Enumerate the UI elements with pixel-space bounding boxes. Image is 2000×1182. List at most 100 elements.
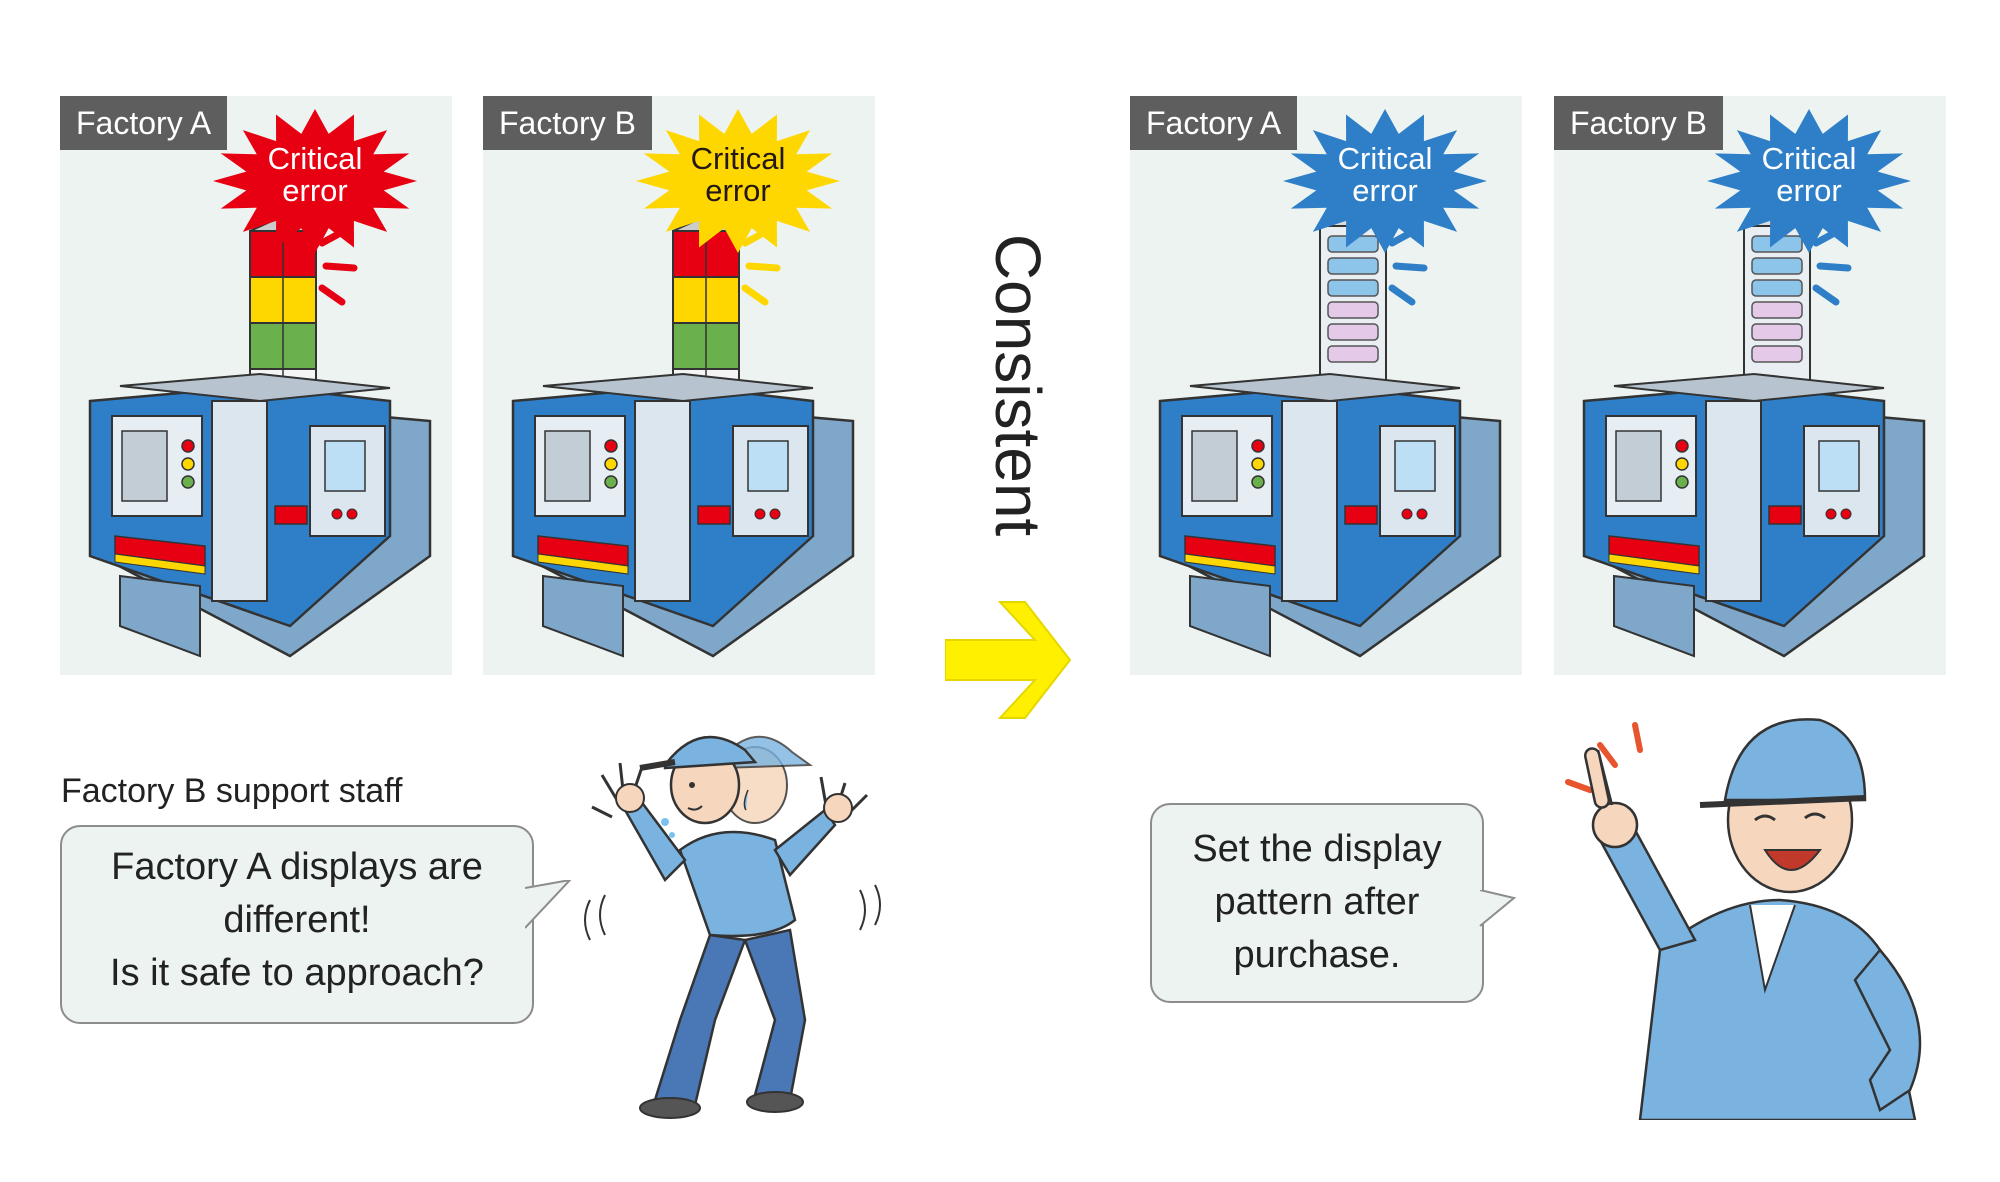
led-segment bbox=[1751, 279, 1803, 297]
staff-caption: Factory B support staff bbox=[61, 772, 403, 810]
machine-inner bbox=[544, 430, 591, 502]
machine-stripe bbox=[1184, 553, 1276, 575]
indicator-lamp bbox=[181, 475, 195, 489]
control-button bbox=[1840, 508, 1852, 520]
control-button bbox=[1401, 508, 1413, 520]
machine-illustration bbox=[511, 214, 855, 658]
machine-top bbox=[542, 372, 814, 403]
machine-stripe bbox=[537, 553, 629, 575]
burst-shape bbox=[213, 109, 417, 253]
led-segment bbox=[1327, 279, 1379, 297]
indicator-lamp bbox=[1675, 457, 1689, 471]
machine-badge bbox=[1768, 505, 1802, 525]
led-segment bbox=[1327, 301, 1379, 319]
confused-worker-illustration bbox=[584, 735, 881, 1119]
factory-tag: Factory A bbox=[1130, 96, 1298, 150]
indicator-lamp bbox=[1675, 475, 1689, 489]
transition-label: Consistent bbox=[982, 233, 1054, 537]
burst-shape bbox=[1283, 109, 1487, 253]
signal-mark bbox=[1816, 262, 1852, 272]
machine-lower-panel bbox=[542, 574, 624, 658]
control-button bbox=[754, 508, 766, 520]
machine-lower-panel bbox=[1613, 574, 1695, 658]
machine-badge bbox=[274, 505, 308, 525]
led-segment bbox=[1327, 345, 1379, 363]
control-button bbox=[331, 508, 343, 520]
bubble-line: pattern after bbox=[1214, 881, 1420, 923]
indicator-lamp bbox=[604, 439, 618, 453]
led-segment bbox=[1327, 257, 1379, 275]
machine-illustration bbox=[88, 214, 432, 658]
bubble-line: Factory A displays are bbox=[111, 846, 483, 888]
indicator-lamp bbox=[1251, 457, 1265, 471]
indicator-lamp bbox=[1251, 475, 1265, 489]
machine-inner bbox=[121, 430, 168, 502]
machine-top bbox=[1613, 372, 1885, 403]
machine-stripe bbox=[114, 553, 206, 575]
control-button bbox=[1416, 508, 1428, 520]
led-segment bbox=[1751, 301, 1803, 319]
control-screen bbox=[324, 440, 366, 492]
bubble-line: different! bbox=[223, 899, 371, 941]
signal-mark bbox=[1812, 284, 1840, 306]
machine-stripe bbox=[1608, 553, 1700, 575]
bubble-line: purchase. bbox=[1233, 934, 1401, 976]
machine-illustration bbox=[1158, 212, 1502, 658]
machine-top bbox=[1189, 372, 1461, 403]
machine-badge bbox=[1344, 505, 1378, 525]
bubble-line: Is it safe to approach? bbox=[110, 952, 484, 994]
speech-bubble-left: Factory A displays are different! Is it … bbox=[60, 825, 534, 1024]
control-button bbox=[346, 508, 358, 520]
signal-mark bbox=[322, 262, 358, 272]
speech-bubble-right: Set the display pattern after purchase. bbox=[1150, 803, 1484, 1003]
machine-badge bbox=[697, 505, 731, 525]
burst-shape bbox=[1707, 109, 1911, 253]
machine-inner bbox=[1615, 430, 1662, 502]
bubble-tail bbox=[525, 880, 572, 929]
indicator-lamp bbox=[604, 457, 618, 471]
bubble-line: Set the display bbox=[1192, 828, 1442, 870]
machine-door bbox=[1705, 400, 1762, 602]
control-button bbox=[1825, 508, 1837, 520]
control-screen bbox=[1394, 440, 1436, 492]
led-segment bbox=[1327, 323, 1379, 341]
alert-burst-icon bbox=[636, 109, 840, 253]
signal-mark bbox=[1388, 284, 1416, 306]
burst-shape bbox=[636, 109, 840, 253]
machine-top bbox=[119, 372, 391, 403]
factory-tag: Factory A bbox=[60, 96, 228, 150]
machine-lower-panel bbox=[1189, 574, 1271, 658]
machine-lower-panel bbox=[119, 574, 201, 658]
machine-door bbox=[634, 400, 691, 602]
control-screen bbox=[747, 440, 789, 492]
confident-worker-illustration bbox=[1565, 718, 1922, 1120]
factory-tag: Factory B bbox=[483, 96, 652, 150]
arrow-right-icon bbox=[945, 601, 1072, 719]
machine-door bbox=[1281, 400, 1338, 602]
led-segment bbox=[1751, 257, 1803, 275]
machine-illustration bbox=[1582, 212, 1926, 658]
indicator-lamp bbox=[181, 457, 195, 471]
led-segment bbox=[1751, 345, 1803, 363]
led-segment bbox=[1751, 323, 1803, 341]
alert-burst-icon bbox=[1283, 109, 1487, 253]
indicator-lamp bbox=[181, 439, 195, 453]
alert-burst-icon bbox=[213, 109, 417, 253]
control-button bbox=[769, 508, 781, 520]
alert-burst-icon bbox=[1707, 109, 1911, 253]
indicator-lamp bbox=[1675, 439, 1689, 453]
signal-mark bbox=[318, 284, 346, 306]
signal-mark bbox=[1392, 262, 1428, 272]
control-screen bbox=[1818, 440, 1860, 492]
indicator-lamp bbox=[1251, 439, 1265, 453]
machine-door bbox=[211, 400, 268, 602]
signal-mark bbox=[741, 284, 769, 306]
indicator-lamp bbox=[604, 475, 618, 489]
